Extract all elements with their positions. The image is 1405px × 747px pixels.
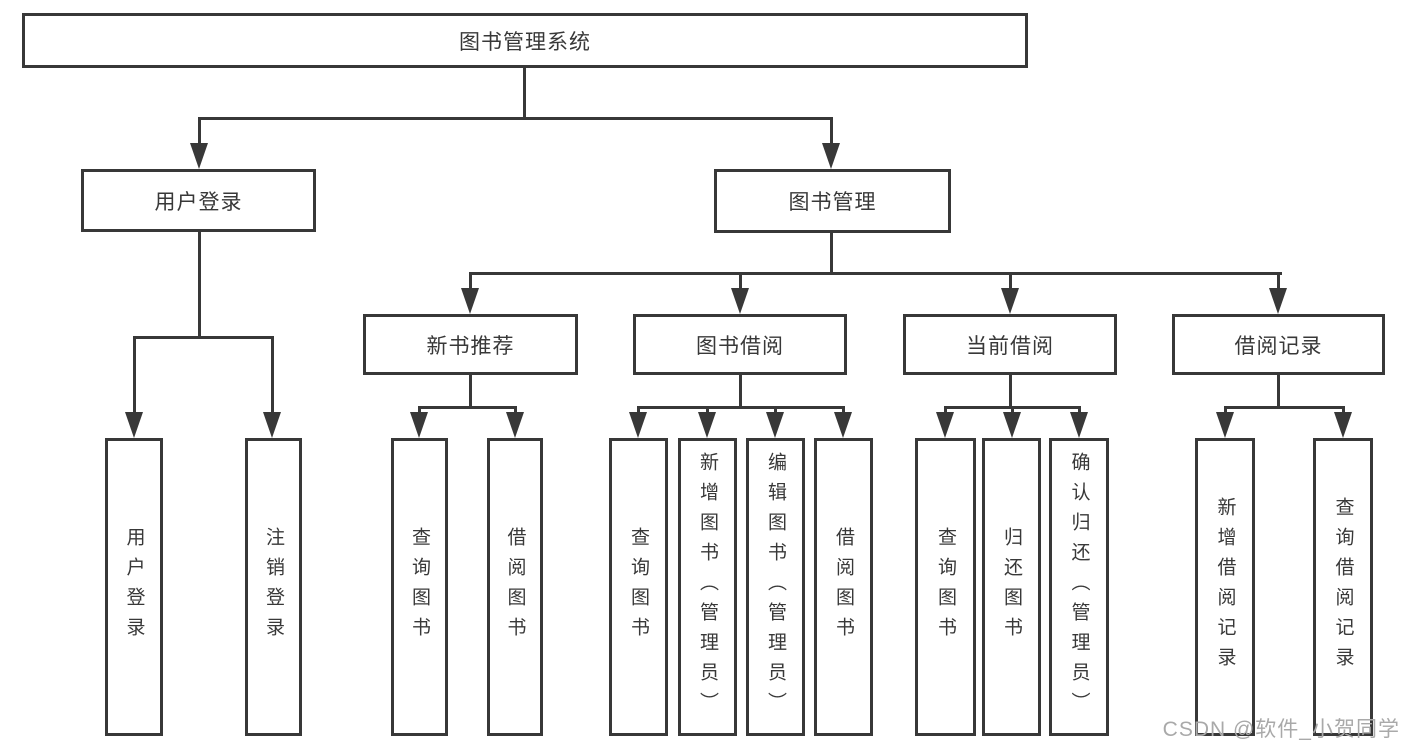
connector-line	[198, 117, 833, 120]
connector-line	[1224, 406, 1227, 416]
connector-line	[1009, 272, 1012, 292]
connector-line	[739, 375, 742, 406]
arrow-down-icon	[410, 412, 428, 438]
connector-line	[469, 272, 1282, 275]
node-book-management: 图书管理	[714, 169, 951, 233]
leaf-borrowing-add-books-admin: 新增图书（管理员）	[678, 438, 737, 736]
connector-line	[637, 406, 640, 416]
arrow-down-icon	[461, 288, 479, 314]
connector-line	[418, 406, 517, 409]
node-label: 注销登录	[263, 527, 284, 647]
node-current-borrowing: 当前借阅	[903, 314, 1117, 375]
connector-line	[944, 406, 947, 416]
node-label: 新增借阅记录	[1214, 497, 1236, 677]
node-label: 查询图书	[935, 527, 956, 647]
connector-line	[830, 117, 833, 147]
node-label: 借阅图书	[833, 527, 854, 647]
arrow-down-icon	[936, 412, 954, 438]
leaf-user-login: 用户登录	[105, 438, 163, 736]
connector-line	[1342, 406, 1345, 416]
connector-line	[271, 336, 274, 414]
node-label: 图书管理系统	[459, 30, 591, 54]
arrow-down-icon	[1269, 288, 1287, 314]
connector-line	[1011, 406, 1014, 416]
connector-line	[133, 336, 136, 414]
connector-line	[198, 117, 201, 147]
arrow-down-icon	[263, 412, 281, 438]
node-label: 查询借阅记录	[1332, 497, 1354, 677]
arrow-down-icon	[190, 143, 208, 169]
node-label: 用户登录	[154, 190, 243, 214]
connector-line	[418, 406, 421, 416]
arrow-down-icon	[731, 288, 749, 314]
arrow-down-icon	[766, 412, 784, 438]
node-library-management-system: 图书管理系统	[22, 13, 1028, 68]
arrow-down-icon	[834, 412, 852, 438]
leaf-newbook-borrow-books: 借阅图书	[487, 438, 543, 736]
node-label: 查询图书	[628, 527, 649, 647]
leaf-records-query-borrow-record: 查询借阅记录	[1313, 438, 1373, 736]
leaf-newbook-query-books: 查询图书	[391, 438, 448, 736]
arrow-down-icon	[822, 143, 840, 169]
arrow-down-icon	[698, 412, 716, 438]
node-label: 查询图书	[409, 527, 430, 647]
arrow-down-icon	[125, 412, 143, 438]
connector-line	[637, 406, 845, 409]
node-label: 编辑图书（管理员）	[765, 452, 786, 722]
arrow-down-icon	[1003, 412, 1021, 438]
connector-line	[842, 406, 845, 416]
node-user-login: 用户登录	[81, 169, 316, 232]
arrow-down-icon	[1216, 412, 1234, 438]
connector-line	[830, 233, 833, 274]
node-label: 图书管理	[788, 191, 877, 214]
node-new-book-recommend: 新书推荐	[363, 314, 578, 375]
arrow-down-icon	[1334, 412, 1352, 438]
node-label: 用户登录	[123, 527, 145, 647]
node-label: 新书推荐	[426, 334, 515, 358]
leaf-current-confirm-return-admin: 确认归还（管理员）	[1049, 438, 1109, 736]
node-label: 借阅图书	[504, 527, 526, 647]
csdn-watermark: CSDN @软件_小贺同学	[1162, 718, 1400, 741]
connector-line	[706, 406, 709, 416]
arrow-down-icon	[1070, 412, 1088, 438]
connector-line	[469, 272, 472, 292]
connector-line	[1224, 406, 1345, 409]
node-borrowing-records: 借阅记录	[1172, 314, 1385, 375]
node-label: 当前借阅	[966, 334, 1054, 358]
leaf-records-add-borrow-record: 新增借阅记录	[1195, 438, 1255, 736]
connector-line	[133, 336, 274, 339]
connector-line	[198, 232, 201, 336]
arrow-down-icon	[506, 412, 524, 438]
leaf-current-query-books: 查询图书	[915, 438, 976, 736]
node-label: 新增图书（管理员）	[697, 452, 718, 722]
connector-line	[739, 272, 742, 292]
leaf-borrowing-query-books: 查询图书	[609, 438, 668, 736]
connector-line	[1277, 272, 1280, 292]
connector-line	[1078, 406, 1081, 416]
leaf-current-return-books: 归还图书	[982, 438, 1041, 736]
connector-line	[1009, 375, 1012, 406]
node-label: 借阅记录	[1234, 334, 1323, 358]
leaf-borrowing-edit-books-admin: 编辑图书（管理员）	[746, 438, 805, 736]
connector-line	[469, 375, 472, 406]
leaf-logout-login: 注销登录	[245, 438, 302, 736]
node-label: 图书借阅	[696, 334, 784, 358]
connector-line	[774, 406, 777, 416]
node-label: 确认归还（管理员）	[1068, 452, 1090, 722]
connector-line	[523, 68, 526, 117]
node-book-borrowing: 图书借阅	[633, 314, 847, 375]
arrow-down-icon	[1001, 288, 1019, 314]
connector-line	[514, 406, 517, 416]
connector-line	[1277, 375, 1280, 406]
leaf-borrowing-borrow-books: 借阅图书	[814, 438, 873, 736]
arrow-down-icon	[629, 412, 647, 438]
node-label: 归还图书	[1001, 527, 1022, 647]
